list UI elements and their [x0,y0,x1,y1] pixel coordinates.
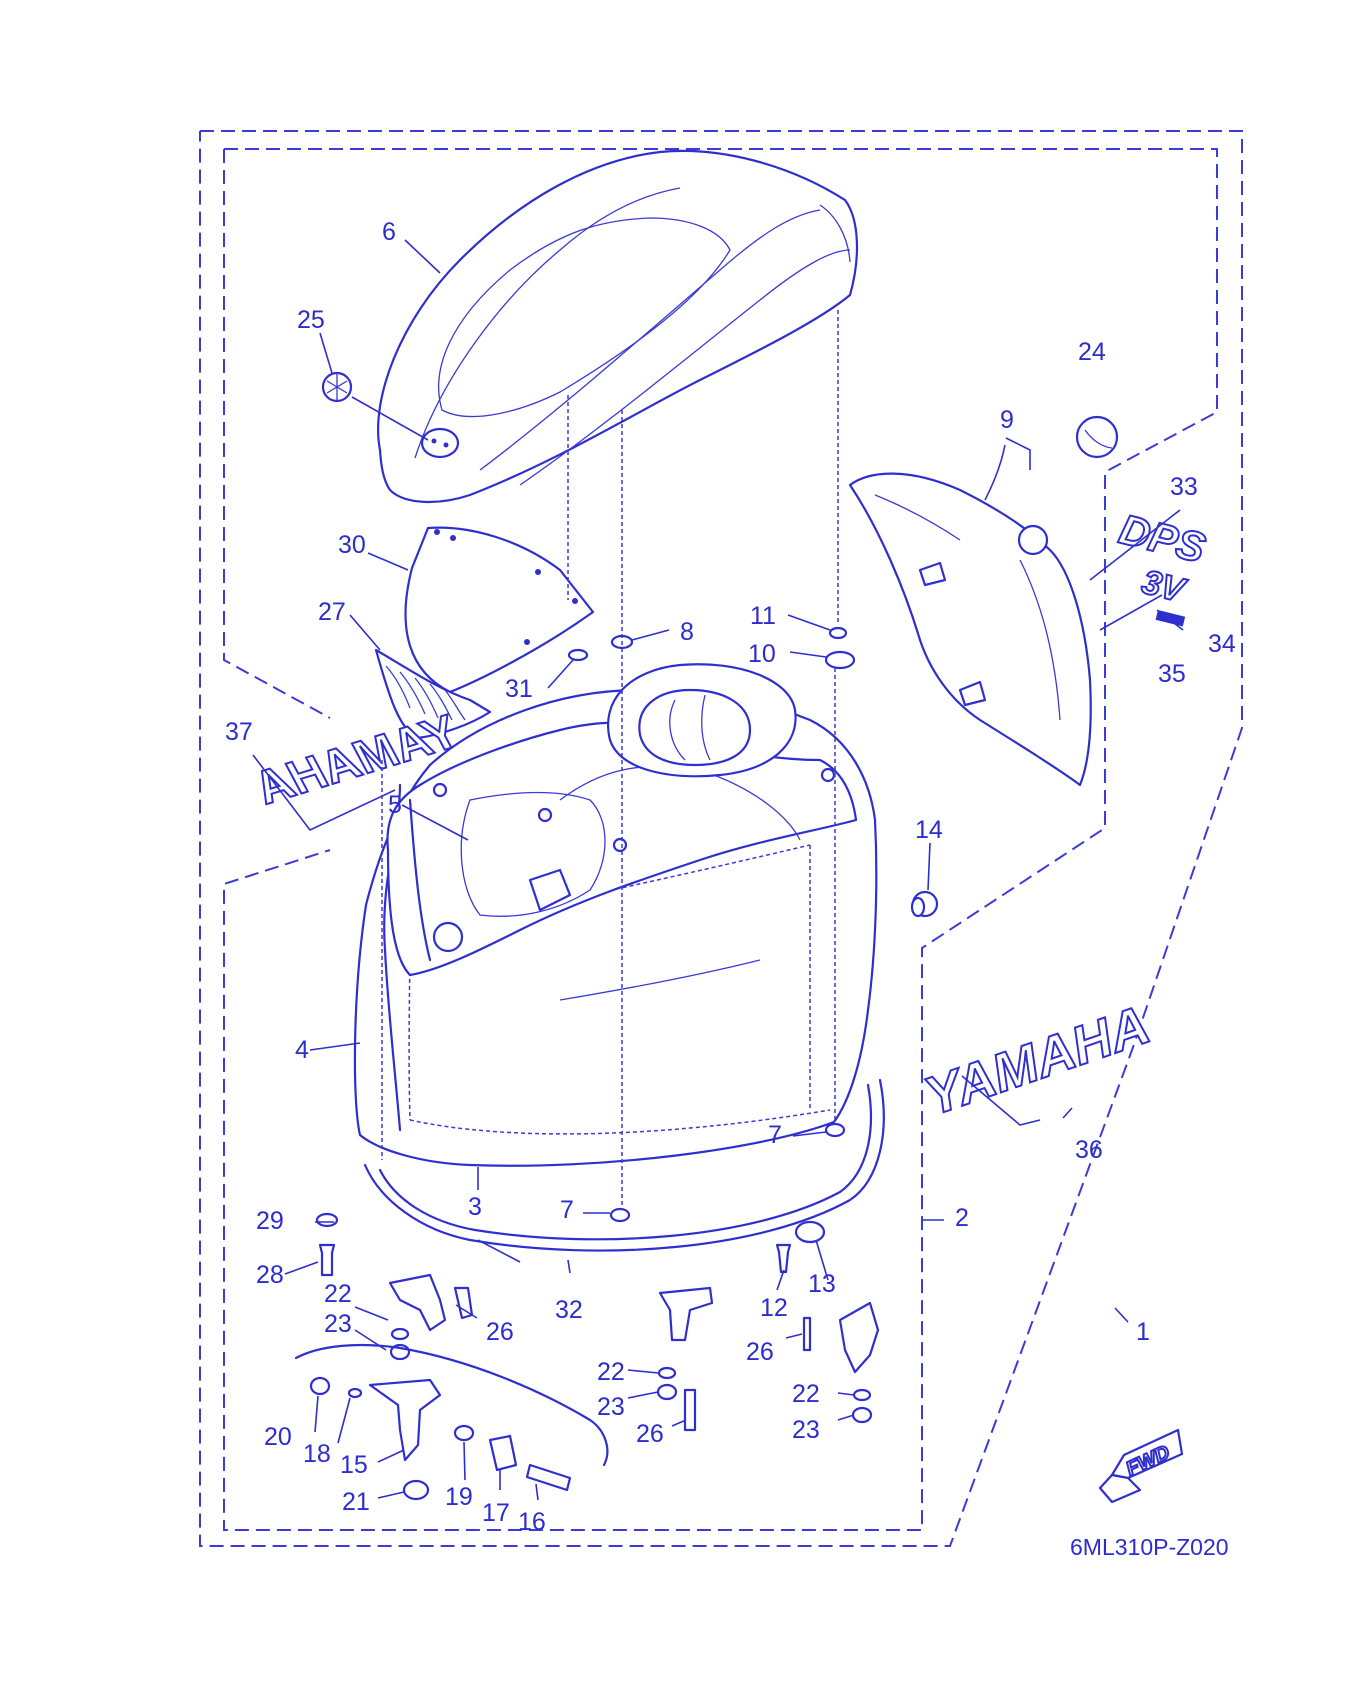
emblem-part-25 [321,371,353,403]
callout-34: 34 [1208,630,1236,658]
front-decal-part-36: YAMAHA [916,994,1158,1129]
callout-17: 17 [482,1499,510,1527]
dps-decal-part-33: DPS [1114,504,1211,572]
callout-26c: 26 [746,1338,774,1366]
callout-19: 19 [445,1483,473,1511]
assembly-frame-1 [199,130,1243,1547]
grommet-part-10 [824,650,856,670]
bottom-seal-part-32 [363,1078,885,1252]
fwd-arrow-icon: FWD [1098,1428,1184,1504]
callout-20: 20 [264,1423,292,1451]
callout-7b: 7 [560,1196,574,1224]
callout-26b: 26 [636,1420,664,1448]
callout-21: 21 [342,1488,370,1516]
callout-29: 29 [256,1207,284,1235]
callout-36: 36 [1075,1136,1103,1164]
assembly-frame-2 [223,148,1218,1531]
callout-14: 14 [915,816,943,844]
callout-2: 2 [955,1204,969,1232]
collar-part-7a [824,1122,846,1138]
callout-4: 4 [295,1036,309,1064]
grommet-part-14 [910,890,939,918]
callout-1: 1 [1136,1318,1150,1346]
callout-8: 8 [680,618,694,646]
callout-10: 10 [748,640,776,668]
callout-31: 31 [505,675,533,703]
callout-23b: 23 [597,1393,625,1421]
callout-22c: 22 [792,1380,820,1408]
callout-3: 3 [468,1193,482,1221]
callout-35: 35 [1158,660,1186,688]
dps-decal-text: DPS [1115,505,1210,571]
callout-11: 11 [750,602,776,630]
cowl-collar-part-2 [607,663,797,778]
callout-16: 16 [518,1508,546,1536]
badge-part-24 [1075,415,1119,459]
washer-part-29 [315,1212,339,1228]
callout-23c: 23 [792,1416,820,1444]
callout-18: 18 [303,1440,331,1468]
callout-labels: 1 2 3 4 5 6 7 7 8 9 10 11 12 13 14 15 16… [225,218,1236,1536]
latch-left [388,1273,474,1361]
screw-part-12 [775,1243,792,1274]
callout-24: 24 [1078,338,1106,366]
collar-part-7b [609,1207,631,1223]
side-cover-part-9 [848,472,1092,787]
intake-plate-part-30 [404,526,595,694]
upper-frame-part-5 [386,721,858,977]
callout-23a: 23 [324,1310,352,1338]
callout-22a: 22 [324,1280,352,1308]
washer-part-31 [567,648,589,662]
screw-part-28 [318,1243,336,1277]
callout-26a: 26 [486,1318,514,1346]
latch-inset [294,1343,609,1501]
callout-15: 15 [340,1451,368,1479]
washer-part-13 [794,1220,826,1244]
front-decal-text: YAMAHA [917,995,1157,1128]
callout-28: 28 [256,1261,284,1289]
callout-37: 37 [225,718,253,746]
callout-30: 30 [338,531,366,559]
callout-22b: 22 [597,1358,625,1386]
grille-part-27 [374,648,492,740]
callout-9: 9 [1000,406,1014,434]
callout-13: 13 [808,1270,836,1298]
drawing-code: 6ML310P-Z020 [1070,1534,1229,1560]
collar-part-11 [828,626,848,640]
latch-center [656,1286,714,1432]
callout-5: 5 [388,791,402,819]
top-cover-part-6 [377,149,859,503]
callout-32: 32 [555,1296,583,1324]
callout-12: 12 [760,1294,788,1322]
callout-25: 25 [297,306,325,334]
callout-27: 27 [318,598,346,626]
callout-6: 6 [382,218,396,246]
callout-7a: 7 [768,1121,782,1149]
leader-lines [252,239,1184,1501]
callout-33: 33 [1170,473,1198,501]
